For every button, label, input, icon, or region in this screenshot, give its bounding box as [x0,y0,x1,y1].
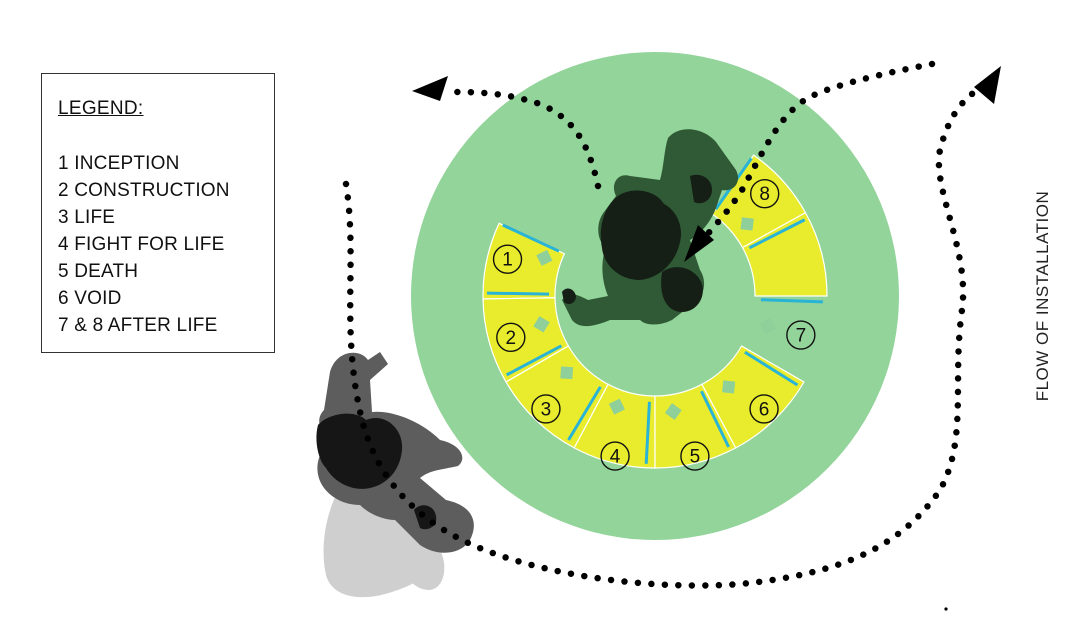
stray-dot [944,607,948,611]
station-marker-square [608,398,625,415]
arrowhead-center [684,225,714,262]
flow-paths [342,60,988,589]
station-number: 2 [506,328,517,349]
legend-title: LEGEND: [58,98,144,119]
station-marker-square [740,217,754,231]
station-marker-square [533,316,550,333]
station-divider [505,344,563,377]
station-number-circle [492,244,523,274]
station-number: 7 [796,326,807,347]
station-number: 3 [541,399,552,420]
flow-path-inner [702,60,936,240]
station-segments [482,154,828,469]
flow-path-exit [452,88,602,190]
legend-item: 4 FIGHT FOR LIFE [58,234,225,255]
station-marker-square [560,366,574,380]
station-divider [744,350,799,387]
station-number-circle [600,441,630,471]
station-segment-8 [711,154,807,249]
legend-box: LEGEND: 1 INCEPTION 2 CONSTRUCTION 3 LIF… [41,73,275,353]
station-number: 6 [759,399,770,420]
legend-item: 6 VOID [58,288,122,309]
legend-item: 7 & 8 AFTER LIFE [58,315,218,336]
station-number: 4 [610,447,621,468]
station-number-circle [531,394,561,424]
station-divider [567,386,602,441]
arrowhead-top-right [974,66,1001,104]
legend-item: 1 INCEPTION [58,153,180,174]
station-markers: 1 2 3 4 5 6 7 8 [492,179,816,471]
station-number: 5 [690,447,701,468]
station-number-circle [750,179,780,209]
station-number: 8 [759,184,770,205]
station-number-circle [749,394,779,424]
legend-item: 5 DEATH [58,261,139,282]
station-marker-square [722,380,736,394]
station-marker-square [664,403,682,420]
station-divider [644,401,651,464]
station-divider [760,298,823,304]
visitor-figure-green [562,129,739,327]
station-number-circle [786,320,816,350]
station-divider [486,291,550,296]
legend-item: 3 LIFE [58,207,116,228]
legend-list: 1 INCEPTION 2 CONSTRUCTION 3 LIFE 4 FIGH… [58,150,230,339]
station-marker-square [759,318,777,335]
station-divider [502,223,560,253]
flow-label: FLOW OF INSTALLATION [1033,190,1052,402]
station-number: 1 [502,250,513,271]
station-number-circle [680,441,710,471]
legend-item: 2 CONSTRUCTION [58,180,230,201]
station-marker-square [536,249,553,266]
station-divider [700,390,730,448]
station-divider [748,218,806,250]
station-number-circle [496,322,526,353]
flow-path-outer [342,82,988,589]
arrowhead-top-left [412,76,448,101]
